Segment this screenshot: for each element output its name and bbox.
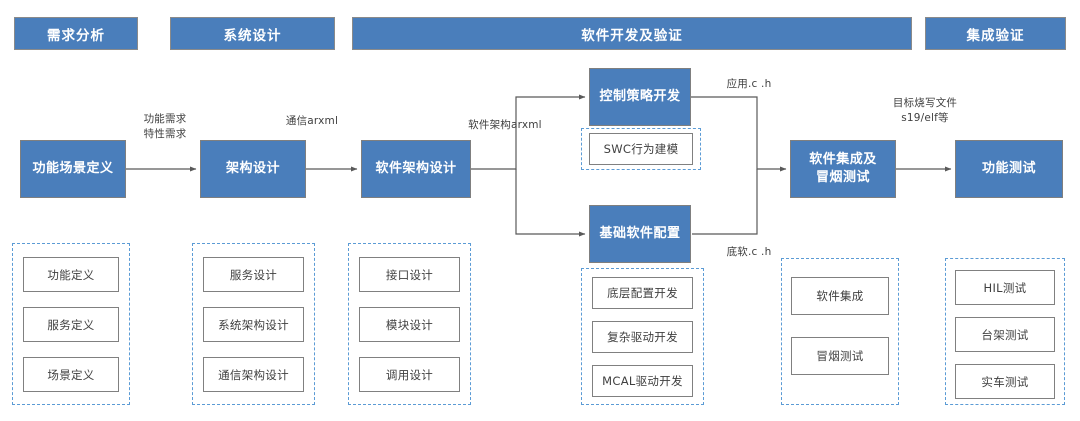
- sub-item-complex-driver-development: 复杂驱动开发: [592, 321, 693, 353]
- sub-item-swc-behavior-modeling: SWC行为建模: [589, 133, 693, 165]
- process-box-function-test: 功能测试: [955, 140, 1063, 198]
- sub-item-function-definition: 功能定义: [23, 257, 119, 292]
- sub-item-service-design: 服务设计: [203, 257, 304, 292]
- edge-label-target-flash-file: 目标烧写文件 s19/elf等: [892, 97, 958, 125]
- sub-item-call-design: 调用设计: [359, 357, 460, 392]
- edge-label-communication-arxml: 通信arxml: [285, 115, 339, 127]
- process-box-software-integration-smoke: 软件集成及 冒烟测试: [790, 140, 896, 198]
- group-system-design-group: [192, 243, 315, 405]
- sub-item-scenario-definition: 场景定义: [23, 357, 119, 392]
- group-swc-behavior-modeling-group: [581, 128, 701, 170]
- sub-item-service-definition: 服务定义: [23, 307, 119, 342]
- sub-item-smoke-test: 冒烟测试: [791, 337, 889, 375]
- edge-label-application-c-h: 应用.c .h: [726, 78, 772, 90]
- group-software-architecture-group: [348, 243, 471, 405]
- sub-item-real-car-test: 实车测试: [955, 364, 1055, 399]
- sub-item-interface-design: 接口设计: [359, 257, 460, 292]
- phase-banner-software-dev-verify: 软件开发及验证: [352, 17, 912, 50]
- edge-label-software-architecture-arxml: 软件架构arxml: [468, 119, 542, 131]
- sub-item-software-integration: 软件集成: [791, 277, 889, 315]
- sub-item-system-architecture-design: 系统架构设计: [203, 307, 304, 342]
- sub-item-communication-architecture-design: 通信架构设计: [203, 357, 304, 392]
- sub-item-mcal-driver-development: MCAL驱动开发: [592, 365, 693, 397]
- process-box-control-strategy-development: 控制策略开发: [589, 68, 691, 126]
- phase-banner-system-design: 系统设计: [170, 17, 335, 50]
- phase-banner-requirement-analysis: 需求分析: [14, 17, 138, 50]
- process-box-basic-software-config: 基础软件配置: [589, 205, 691, 263]
- phase-banner-integration-verify: 集成验证: [925, 17, 1066, 50]
- group-verification-test-group: [945, 258, 1065, 405]
- edge-label-basic-software-c-h: 底软.c .h: [726, 246, 772, 258]
- group-integration-smoke-group: [781, 258, 899, 405]
- sub-item-module-design: 模块设计: [359, 307, 460, 342]
- process-box-architecture-design: 架构设计: [200, 140, 306, 198]
- process-box-software-architecture-design: 软件架构设计: [361, 140, 471, 198]
- process-box-function-scenario-definition: 功能场景定义: [20, 140, 126, 198]
- group-basic-software-group: [581, 268, 704, 405]
- group-requirement-analysis-group: [12, 243, 130, 405]
- sub-item-bsw-config-development: 底层配置开发: [592, 277, 693, 309]
- sub-item-hil-test: HIL测试: [955, 270, 1055, 305]
- sub-item-bench-test: 台架测试: [955, 317, 1055, 352]
- edge-label-functional-feature-requirement: 功能需求 特性需求: [143, 113, 187, 141]
